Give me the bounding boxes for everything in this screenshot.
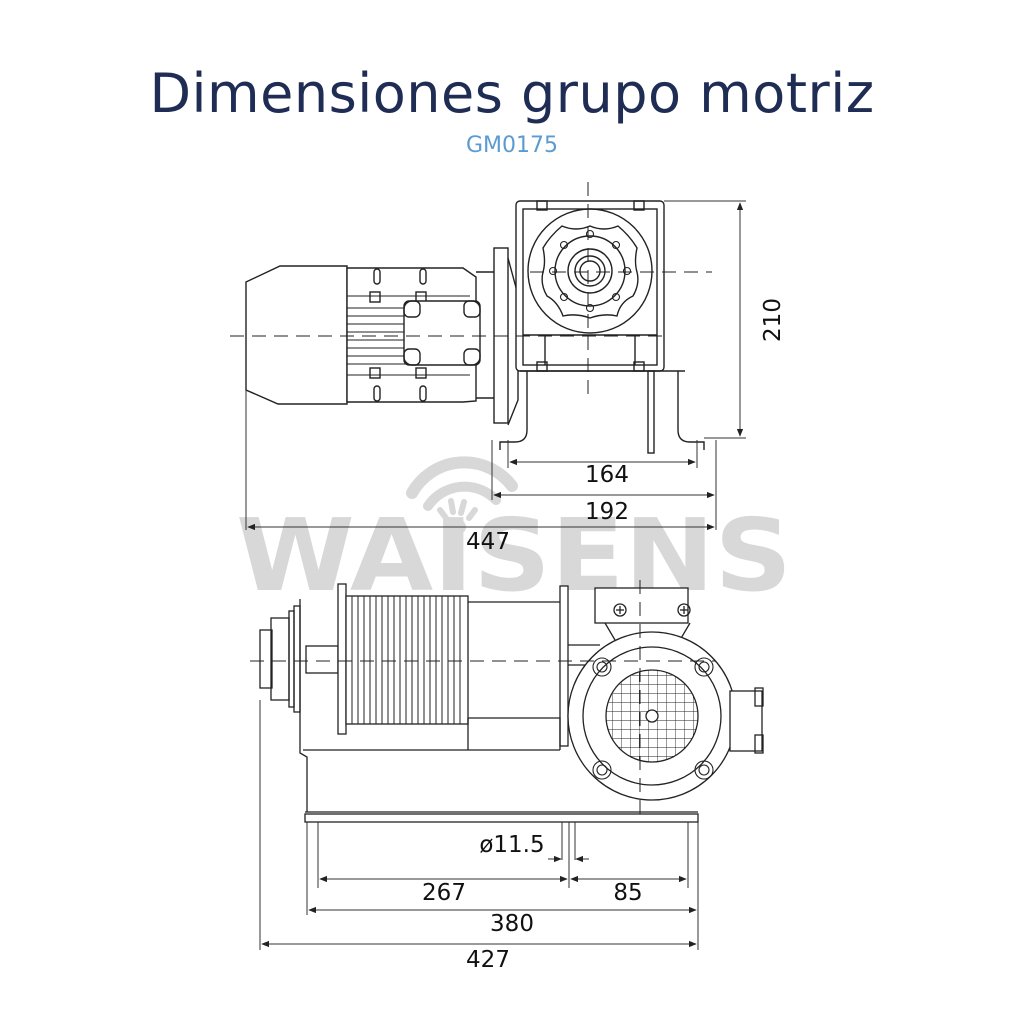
dim-height-210: 210 bbox=[760, 298, 786, 342]
watermark-text: WAISENS bbox=[236, 497, 792, 614]
top-view-dimensions bbox=[245, 200, 746, 531]
dim-base-inner-164: 164 bbox=[585, 462, 629, 488]
dim-hole-spacing-85: 85 bbox=[613, 880, 642, 906]
dim-hole-spacing-267: 267 bbox=[422, 880, 466, 906]
dim-base-380: 380 bbox=[490, 911, 534, 937]
watermark: WAISENS bbox=[236, 456, 792, 614]
dim-hole-diameter: ø11.5 bbox=[479, 832, 544, 858]
dim-overall-427: 427 bbox=[466, 947, 510, 973]
dim-overall-447: 447 bbox=[466, 529, 510, 555]
model-code: GM0175 bbox=[465, 133, 559, 158]
wifi-signal-icon bbox=[406, 456, 518, 521]
front-view bbox=[250, 580, 764, 823]
front-view-dimensions bbox=[259, 700, 699, 950]
page-title: Dimensiones grupo motriz bbox=[149, 62, 875, 125]
dim-base-outer-192: 192 bbox=[585, 499, 629, 525]
top-view bbox=[230, 182, 712, 454]
